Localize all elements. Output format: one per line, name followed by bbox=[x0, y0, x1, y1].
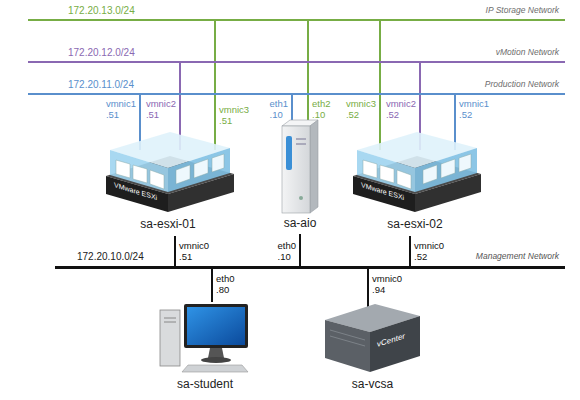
network-link bbox=[379, 21, 381, 128]
host-name: sa-vcsa bbox=[295, 378, 450, 392]
network-line: 172.20.11.0/24Production Network bbox=[28, 93, 565, 95]
network-link bbox=[307, 21, 309, 118]
network-link bbox=[214, 21, 216, 128]
vcenter-appliance-icon bbox=[325, 304, 420, 372]
interface-label: eth2 .10 bbox=[312, 98, 331, 120]
interface-label: vmnic2 .51 bbox=[146, 98, 176, 120]
subnet-label: 172.20.11.0/24 bbox=[68, 79, 134, 91]
network-link bbox=[211, 269, 213, 302]
workstation-icon bbox=[160, 304, 248, 372]
esxi-server-icon bbox=[353, 132, 481, 212]
tower-server-icon bbox=[282, 120, 318, 213]
host-name: sa-esxi-01 bbox=[78, 218, 258, 232]
interface-label: eth0 .80 bbox=[216, 273, 235, 295]
network-line: 172.20.12.0/24vMotion Network bbox=[28, 61, 565, 63]
network-link bbox=[291, 95, 293, 118]
host-name: sa-esxi-02 bbox=[325, 218, 505, 232]
interface-label: vmnic1 .51 bbox=[106, 98, 136, 120]
network-line: 172.20.10.0/24Management Network bbox=[55, 266, 565, 269]
interface-label: vmnic3 .51 bbox=[219, 104, 249, 126]
host-node: sa-aio bbox=[280, 118, 320, 234]
esxi-server-icon bbox=[106, 132, 234, 212]
network-name: IP Storage Network bbox=[486, 6, 559, 16]
network-link bbox=[179, 63, 181, 128]
network-link bbox=[409, 236, 411, 266]
interface-label: vmnic0 .94 bbox=[372, 273, 402, 295]
host-node: VMware ESXisa-esxi-02 bbox=[345, 128, 485, 236]
interface-label: vmnic1 .52 bbox=[459, 98, 489, 120]
host-name: sa-student bbox=[130, 378, 280, 392]
network-link bbox=[454, 95, 456, 128]
interface-label: vmnic0 .52 bbox=[414, 240, 444, 262]
network-link bbox=[174, 236, 176, 266]
subnet-label: 172.20.10.0/24 bbox=[77, 251, 144, 263]
subnet-label: 172.20.12.0/24 bbox=[68, 47, 135, 59]
network-line: 172.20.13.0/24IP Storage Network bbox=[28, 19, 565, 21]
host-node: sa-student bbox=[160, 302, 250, 394]
icon-text: VMware ESXi bbox=[361, 181, 404, 202]
host-node: vCentersa-vcsa bbox=[325, 300, 420, 394]
network-name: Production Network bbox=[485, 80, 559, 90]
host-name: sa-aio bbox=[250, 217, 350, 231]
interface-label: eth0 .10 bbox=[278, 240, 297, 262]
interface-label: eth1 .10 bbox=[270, 98, 289, 120]
icon-text: VMware ESXi bbox=[114, 181, 157, 202]
network-link bbox=[139, 95, 141, 128]
subnet-label: 172.20.13.0/24 bbox=[68, 5, 135, 17]
interface-label: vmnic0 .51 bbox=[179, 240, 209, 262]
network-name: Management Network bbox=[476, 252, 559, 262]
network-link bbox=[367, 269, 369, 300]
network-name: vMotion Network bbox=[496, 48, 559, 58]
interface-label: vmnic2 .52 bbox=[386, 98, 416, 120]
icon-text: vCenter bbox=[377, 331, 405, 349]
network-link bbox=[419, 63, 421, 128]
host-node: VMware ESXisa-esxi-01 bbox=[98, 128, 238, 236]
interface-label: vmnic3 .52 bbox=[346, 98, 376, 120]
network-link bbox=[299, 234, 301, 266]
